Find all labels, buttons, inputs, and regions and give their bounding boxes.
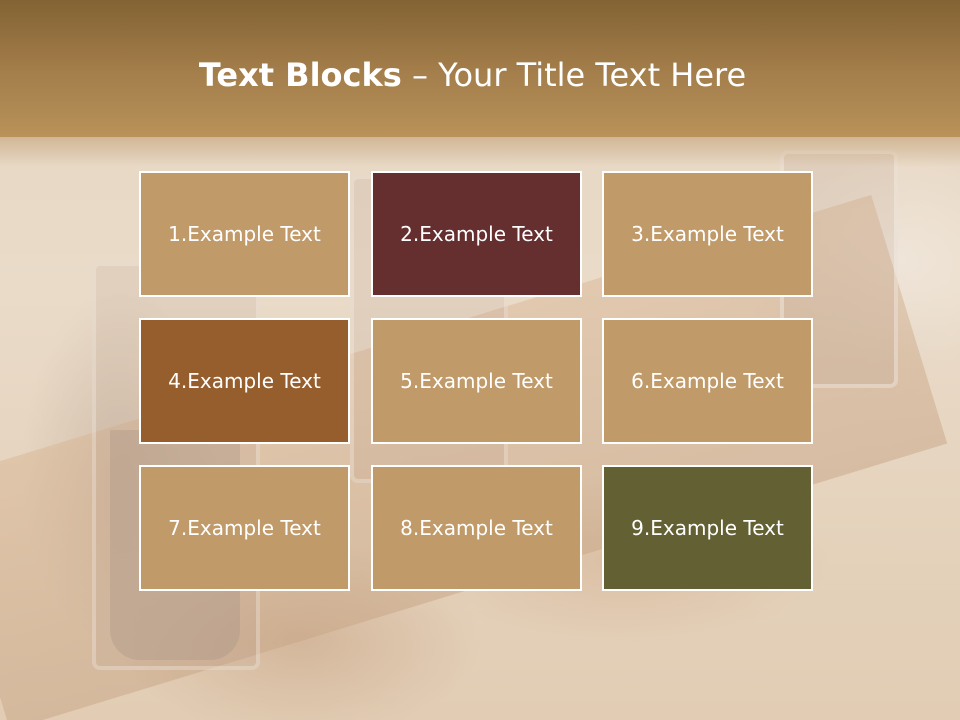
title-bar — [0, 0, 960, 137]
text-block-label: 2.Example Text — [400, 222, 553, 246]
title-bold: Text Blocks — [198, 56, 402, 94]
text-block-5[interactable]: 5.Example Text — [371, 318, 582, 444]
text-block-4[interactable]: 4.Example Text — [139, 318, 350, 444]
text-block-6[interactable]: 6.Example Text — [602, 318, 813, 444]
text-block-7[interactable]: 7.Example Text — [139, 465, 350, 591]
text-block-label: 5.Example Text — [400, 369, 553, 393]
text-block-2[interactable]: 2.Example Text — [371, 171, 582, 297]
text-block-9[interactable]: 9.Example Text — [602, 465, 813, 591]
text-block-label: 4.Example Text — [168, 369, 321, 393]
text-block-1[interactable]: 1.Example Text — [139, 171, 350, 297]
text-block-label: 1.Example Text — [168, 222, 321, 246]
text-block-3[interactable]: 3.Example Text — [602, 171, 813, 297]
text-block-8[interactable]: 8.Example Text — [371, 465, 582, 591]
text-block-label: 8.Example Text — [400, 516, 553, 540]
text-block-label: 3.Example Text — [631, 222, 784, 246]
text-block-label: 9.Example Text — [631, 516, 784, 540]
title-light: – Your Title Text Here — [411, 56, 747, 94]
text-block-label: 6.Example Text — [631, 369, 784, 393]
text-block-label: 7.Example Text — [168, 516, 321, 540]
slide-title: Text Blocks – Your Title Text Here — [0, 52, 945, 98]
title-bar-fade — [0, 137, 960, 167]
